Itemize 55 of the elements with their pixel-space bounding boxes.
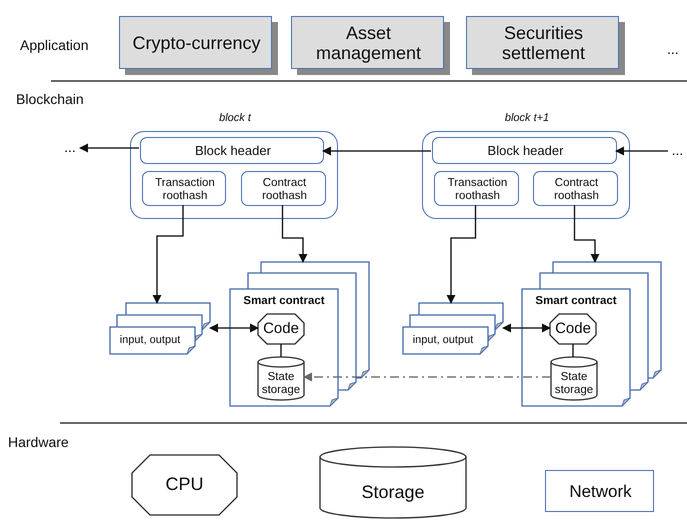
cylinder-shape [551, 357, 597, 400]
cylinder-shape [320, 447, 466, 518]
document-stack [110, 303, 210, 355]
rounded-box [241, 171, 326, 206]
rounded-box [140, 137, 324, 164]
block-title: block t [218, 110, 252, 126]
rounded-box [434, 171, 519, 206]
node-label: input, output [118, 333, 182, 348]
octagon-shape [132, 455, 237, 515]
document-stack [403, 303, 503, 355]
node-label: Storage [360, 480, 426, 504]
node-label: Contract roothash [261, 176, 308, 204]
stack-heading: Smart contract [242, 294, 326, 309]
smart-contract-stack [230, 262, 369, 406]
arrow [322, 146, 431, 156]
rounded-box [432, 137, 617, 164]
node-label: Asset management [314, 22, 422, 65]
rounded-box [142, 171, 226, 206]
arrow [615, 146, 668, 156]
node-label: Transaction roothash [154, 176, 216, 204]
arrow [303, 372, 551, 382]
node-label: Code [554, 318, 592, 339]
node-label: State storage [554, 370, 594, 398]
node-label: ... [670, 143, 684, 159]
arrow [152, 205, 184, 304]
node-label: Contract roothash [553, 176, 600, 204]
connector-line [572, 344, 574, 357]
section-label: ... [667, 41, 679, 57]
arrow [79, 144, 139, 152]
arrow [574, 205, 600, 263]
node-label: Network [568, 480, 633, 503]
network-box [545, 470, 654, 512]
node-label: ... [63, 140, 77, 156]
arrow [446, 205, 476, 304]
node-label: Block header [194, 142, 272, 160]
section-label: Application [20, 37, 88, 53]
node-label: Securities settlement [500, 22, 586, 64]
connector-line [280, 344, 282, 357]
arrow [209, 324, 259, 332]
stack-heading: Smart contract [534, 294, 618, 309]
block-title: block t+1 [504, 110, 550, 126]
node-label: Code [262, 318, 300, 339]
smart-contract-stack [522, 262, 662, 406]
section-label: Hardware [8, 434, 69, 450]
node-label: Crypto-currency [131, 32, 262, 55]
node-label: input, output [412, 333, 474, 348]
rounded-box [533, 171, 618, 206]
node-label: State storage [260, 370, 302, 398]
arrow [502, 324, 551, 332]
node-label: Transaction roothash [446, 176, 508, 204]
node-label: Block header [486, 142, 564, 160]
arrow [282, 205, 308, 263]
section-label: Blockchain [16, 91, 84, 107]
node-label: CPU [164, 473, 204, 496]
cylinder-shape [258, 357, 304, 400]
